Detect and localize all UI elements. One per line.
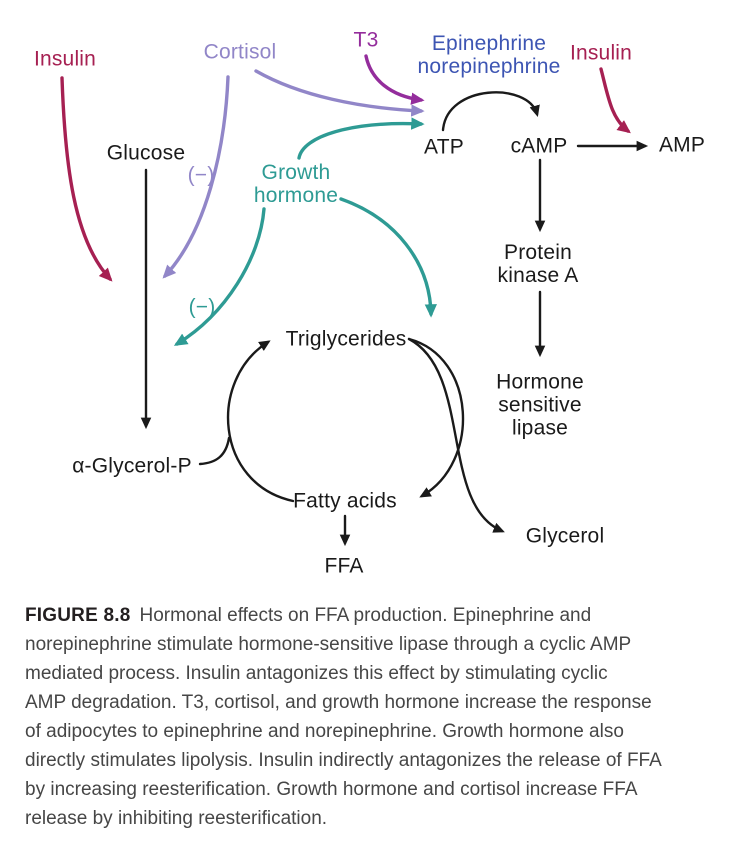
growthhormone-to-triglycerides-arrow <box>339 197 437 318</box>
hsl-line2: sensitive <box>498 393 582 417</box>
amp-node: AMP <box>658 133 706 157</box>
epinephrine-norepinephrine-label: Epinephrine norepinephrine <box>418 32 561 78</box>
protein-kinase-a-node: Protein kinase A <box>498 241 579 287</box>
epinephrine-line2: norepinephrine <box>417 55 561 78</box>
insulin-to-amp-arrow <box>599 67 631 134</box>
black-pathways <box>140 91 649 547</box>
alpha-glycerol-p-node: α-Glycerol-P <box>72 454 192 478</box>
caption-text: Hormonal effects on FFA production. Epin… <box>139 605 592 626</box>
caption-line: mediated process. Insulin antagonizes th… <box>25 663 608 684</box>
caption-line: FIGURE 8.8 Hormonal effects on FFA produc… <box>25 601 729 630</box>
caption-line: by increasing reesterification. Growth h… <box>25 779 638 800</box>
ffa-node: FFA <box>324 554 364 578</box>
figure-number-label: FIGURE 8.8 <box>25 605 131 626</box>
pathway-arrows-canvas <box>60 54 649 547</box>
t3-label: T3 <box>353 28 379 52</box>
cortisol-label: Cortisol <box>203 40 277 64</box>
pka-line1: Protein <box>504 241 572 264</box>
fatty-acids-node: Fatty acids <box>293 489 397 513</box>
hormone-arrows <box>60 54 631 346</box>
cortisol-to-atp-arrow <box>254 69 425 117</box>
triglycerides-to-glycerol-arc <box>407 337 505 533</box>
growth-hormone-line1: Growth <box>261 161 331 184</box>
caption-line: release by inhibiting reesterification. <box>25 808 328 829</box>
caption-line: AMP degradation. T3, cortisol, and growt… <box>25 692 652 713</box>
atp-to-camp-arc <box>441 91 540 132</box>
pka-line2: kinase A <box>497 264 579 287</box>
reesterification-arc <box>226 340 295 503</box>
hsl-line3: lipase <box>511 416 569 440</box>
growth-hormone-line2: hormone <box>253 184 339 207</box>
triglycerides-node: Triglycerides <box>285 327 407 351</box>
insulin-left-label: Insulin <box>33 47 97 71</box>
camp-node: cAMP <box>510 134 568 158</box>
t3-to-atp-arrow <box>364 54 425 105</box>
hsl-line1: Hormone <box>496 370 584 394</box>
caption-line: directly stimulates lipolysis. Insulin i… <box>25 750 662 771</box>
glycerolp-connector-line <box>198 436 231 466</box>
inhibition-sign-growthhormone: (−) <box>188 295 216 319</box>
epinephrine-line1: Epinephrine <box>431 32 547 55</box>
insulin-reesterification-arrow <box>60 76 113 282</box>
lipolysis-arc <box>407 337 465 498</box>
glucose-node: Glucose <box>106 141 186 165</box>
atp-node: ATP <box>424 135 464 159</box>
inhibition-sign-cortisol: (−) <box>187 163 215 187</box>
hormone-sensitive-lipase-node: Hormone sensitive lipase <box>496 371 584 440</box>
caption-line: of adipocytes to epinephrine and norepin… <box>25 721 624 742</box>
growthhormone-to-atp-arrow <box>297 117 425 160</box>
cortisol-inhibit-reesterification-arrow <box>162 75 230 279</box>
growth-hormone-label: Growth hormone <box>254 161 338 207</box>
figure-caption: FIGURE 8.8 Hormonal effects on FFA produc… <box>25 601 729 833</box>
glycerol-node: Glycerol <box>525 524 605 548</box>
insulin-right-label: Insulin <box>569 41 633 65</box>
growthhormone-inhibit-reesterification-arrow <box>173 207 266 346</box>
caption-line: norepinephrine stimulate hormone-sensiti… <box>25 634 632 655</box>
